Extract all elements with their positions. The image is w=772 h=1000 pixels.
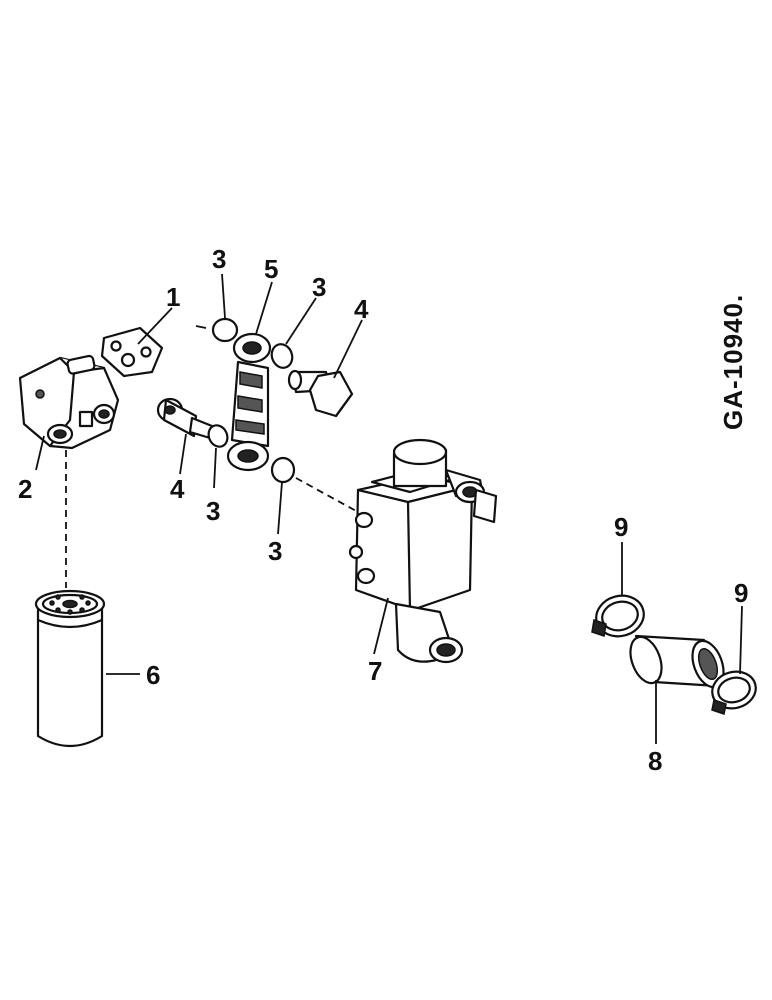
filter-element-part-6 bbox=[34, 589, 106, 747]
filter-head-part-2 bbox=[18, 354, 120, 450]
banjo-bolt-part-4-lower bbox=[156, 397, 214, 440]
document-id: GA-10940. bbox=[718, 294, 748, 430]
callout-9-lower: 9 bbox=[734, 578, 748, 608]
banjo-bolt-part-4-upper bbox=[287, 369, 354, 418]
callout-4-lower: 4 bbox=[170, 474, 185, 504]
hose-sleeve-part-8 bbox=[629, 634, 725, 689]
callout-6: 6 bbox=[146, 660, 160, 690]
callout-3-top-left: 3 bbox=[212, 244, 226, 274]
gasket-part-1 bbox=[100, 326, 164, 378]
callout-3-bottom-left: 3 bbox=[206, 496, 220, 526]
callout-8: 8 bbox=[648, 746, 662, 776]
hose-clamp-part-9-lower bbox=[711, 670, 757, 715]
callout-5: 5 bbox=[264, 254, 278, 284]
oil-cooler-part-7 bbox=[348, 438, 498, 664]
washer-part-3-upper-right bbox=[270, 343, 294, 369]
callout-4-upper: 4 bbox=[354, 294, 369, 324]
callout-2: 2 bbox=[18, 474, 32, 504]
washer-part-3-lower-left bbox=[207, 424, 229, 448]
callout-3-top-right: 3 bbox=[312, 272, 326, 302]
callout-7: 7 bbox=[368, 656, 382, 686]
washer-part-3-upper-left bbox=[195, 317, 239, 343]
callout-9-upper: 9 bbox=[614, 512, 628, 542]
hose-clamp-part-9-upper bbox=[591, 594, 645, 638]
callout-3-bottom-right: 3 bbox=[268, 536, 282, 566]
callout-1: 1 bbox=[166, 282, 180, 312]
leader-lines bbox=[35, 273, 743, 744]
hose-assembly-part-5 bbox=[226, 332, 272, 472]
washer-part-3-lower-right bbox=[270, 456, 296, 484]
